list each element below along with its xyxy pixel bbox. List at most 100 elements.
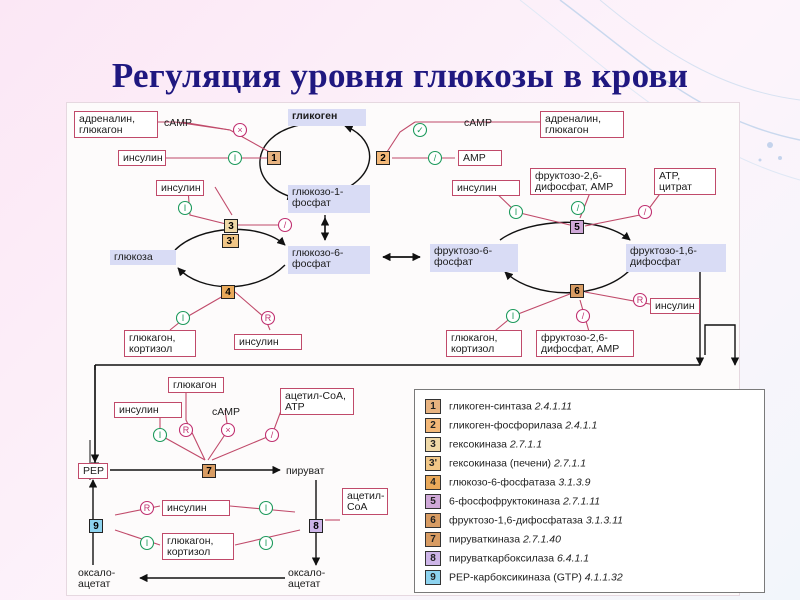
inhibit-marker: /	[264, 427, 280, 443]
glucagon-cortisol-node-2: глюкагон, кортизол	[446, 330, 522, 357]
atp-citrate-node: ATP, цитрат	[654, 168, 716, 195]
enzyme-9-mark: 9	[89, 519, 103, 533]
svg-text:I: I	[146, 538, 149, 548]
pep-node: PEP	[78, 463, 108, 479]
enzyme-5-mark: 5	[570, 220, 584, 234]
enzyme-3p-mark: 3'	[222, 234, 239, 248]
oxaloacetate-node: оксало- ацетат	[78, 567, 116, 590]
svg-text:/: /	[284, 220, 287, 230]
legend-code: 3.1.3.9	[558, 476, 591, 489]
inhibit-marker: /	[637, 204, 653, 220]
legend-name: гексокиназа	[449, 438, 507, 451]
insulin-node: инсулин	[118, 150, 166, 166]
inhibit-marker: ×	[220, 422, 236, 438]
svg-text:I: I	[515, 207, 518, 217]
legend-name: пируваткиназа	[449, 533, 521, 546]
legend-code: 2.7.1.11	[562, 495, 601, 508]
legend-row: 9 PEP-карбоксикиназа (GTP) 4.1.1.32	[425, 570, 623, 585]
legend-name: PEP-карбоксикиназа (GTP)	[449, 571, 582, 584]
insulin-node-6: инсулин	[114, 402, 182, 418]
glucagon-node: глюкагон	[168, 377, 224, 393]
f6p-node: фруктозо-6- фосфат	[430, 244, 518, 272]
acetylcoa-atp-node: ацетил-CoA, ATP	[280, 388, 354, 415]
activate-marker: I	[258, 535, 274, 551]
svg-text:R: R	[265, 313, 272, 323]
legend-name: гликоген-синтаза	[449, 400, 532, 413]
fructose-cycle-top	[499, 221, 631, 241]
glycogen-cycle-left	[259, 124, 301, 201]
svg-text:R: R	[183, 425, 190, 435]
svg-text:I: I	[184, 203, 187, 213]
enzyme-2-mark: 2	[376, 151, 390, 165]
activate-marker: I	[505, 308, 521, 324]
legend-code: 6.4.1.1	[557, 552, 590, 565]
glucagon-cortisol-node: глюкагон, кортизол	[124, 330, 196, 357]
insulin-node-3: инсулин	[234, 334, 302, 350]
svg-text:×: ×	[225, 425, 230, 435]
activate-marker: /	[570, 200, 586, 216]
svg-text:I: I	[159, 430, 162, 440]
svg-text:R: R	[144, 503, 151, 513]
g1p-node: глюкозо-1- фосфат	[288, 185, 370, 213]
svg-text:R: R	[637, 295, 644, 305]
legend-name: глюкозо-6-фосфатаза	[449, 476, 556, 489]
glucose-node: глюкоза	[110, 250, 176, 265]
legend-row: 3 гексокиназа 2.7.1.1	[425, 437, 542, 452]
activate-marker: I	[258, 500, 274, 516]
enzyme-8-mark: 8	[309, 519, 323, 533]
insulin-node-5: инсулин	[650, 298, 700, 314]
legend-code: 3.1.3.11	[585, 514, 623, 527]
fructose-cycle-bottom	[504, 269, 631, 294]
enzyme-6-mark: 6	[570, 284, 584, 298]
legend-row: 3'гексокиназа (печени) 2.7.1.1	[425, 456, 586, 471]
oxaloacetate-node-2: оксало- ацетат	[288, 567, 326, 590]
activate-marker: /	[427, 150, 443, 166]
legend-num: 8	[425, 551, 441, 566]
activate-marker: I	[152, 427, 168, 443]
repress-marker: R	[260, 310, 276, 326]
legend-num: 1	[425, 399, 441, 414]
activate-marker: I	[139, 535, 155, 551]
glucagon-cortisol-node-3: глюкагон, кортизол	[162, 533, 234, 560]
g6p-node: глюкозо-6- фосфат	[288, 246, 370, 274]
svg-text:I: I	[234, 153, 237, 163]
insulin-node-2: инсулин	[156, 180, 204, 196]
activate-marker: I	[508, 204, 524, 220]
legend-name: 6-фосфофруктокиназа	[449, 495, 561, 508]
legend-num: 3'	[425, 456, 441, 471]
legend-code: 4.1.1.32	[584, 571, 623, 584]
acetylcoa-node: ацетил- CoA	[342, 488, 388, 515]
svg-text:I: I	[265, 538, 268, 548]
activate-marker: ✓	[412, 122, 428, 138]
legend-num: 7	[425, 532, 441, 547]
svg-text:✓: ✓	[416, 125, 424, 135]
amp-node: AMP	[458, 150, 502, 166]
camp-label: cAMP	[164, 117, 193, 129]
svg-text:/: /	[434, 153, 437, 163]
activate-marker: I	[177, 200, 193, 216]
legend-num: 9	[425, 570, 441, 585]
legend-num: 6	[425, 513, 441, 528]
inhibit-marker: /	[277, 217, 293, 233]
legend-num: 3	[425, 437, 441, 452]
f26-node-2: фруктозо-2,6- дифосфат, AMP	[536, 330, 634, 357]
svg-text:/: /	[577, 203, 580, 213]
svg-text:/: /	[644, 207, 647, 217]
adrenalin-glucagon-node-2: адреналин, глюкагон	[540, 111, 624, 138]
legend-num: 2	[425, 418, 441, 433]
svg-text:×: ×	[237, 125, 242, 135]
legend-code: 2.7.1.1	[509, 438, 543, 451]
repress-marker: R	[632, 292, 648, 308]
insulin-node-7: инсулин	[162, 500, 230, 516]
svg-text:/: /	[271, 430, 274, 440]
f26-node: фруктозо-2,6- дифосфат, AMP	[530, 168, 626, 195]
enzyme-1-mark: 1	[267, 151, 281, 165]
svg-text:/: /	[582, 311, 585, 321]
adrenalin-glucagon-node: адреналин, глюкагон	[74, 111, 158, 138]
